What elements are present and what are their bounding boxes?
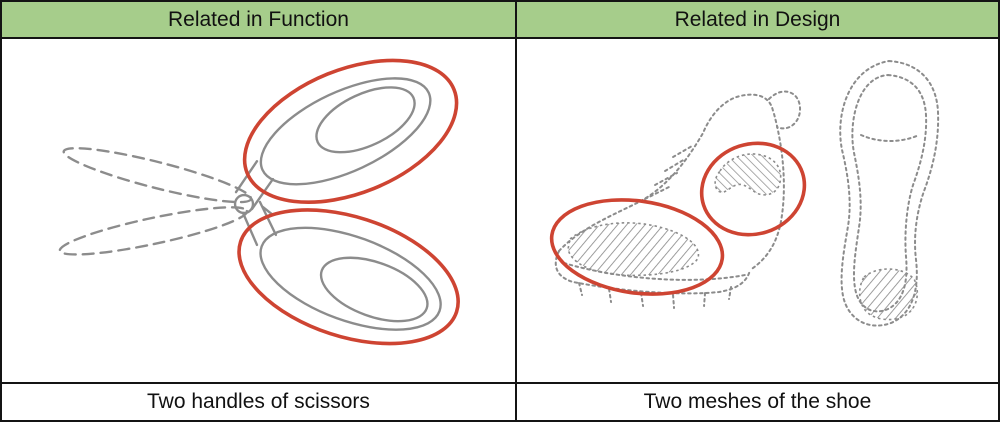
shoe-side-view-sketch	[554, 90, 801, 309]
column-header-function: Related in Function	[2, 2, 517, 39]
shoe-illustration-cell	[516, 39, 998, 384]
scissors-illustration-cell	[2, 39, 517, 384]
caption-shoe-label: Two meshes of the shoe	[643, 390, 872, 413]
toe-mesh-area	[567, 222, 700, 277]
caption-scissors-label: Two handles of scissors	[146, 390, 370, 413]
scissors-handle-top	[259, 77, 432, 186]
caption-scissors: Two handles of scissors	[2, 384, 517, 420]
red-ellipse-annotation-meshes	[549, 141, 807, 296]
shoe-sketch-icon	[549, 60, 940, 327]
top-view-heel-mesh-area	[858, 268, 919, 321]
column-header-design-label: Related in Design	[674, 7, 841, 31]
red-ellipse-annotation-handles	[237, 58, 460, 346]
scissors-blades	[58, 146, 253, 256]
scissors-shanks	[234, 160, 278, 247]
scissors-handle-bottom	[259, 226, 442, 331]
shoe-top-view-sketch	[839, 60, 940, 327]
caption-shoe: Two meshes of the shoe	[516, 384, 998, 420]
shoe-cleat-studs	[577, 282, 732, 309]
column-header-design: Related in Design	[516, 2, 998, 39]
heel-mesh-area	[714, 153, 782, 196]
scissors-sketch-icon	[58, 58, 460, 346]
column-header-function-label: Related in Function	[167, 7, 349, 31]
